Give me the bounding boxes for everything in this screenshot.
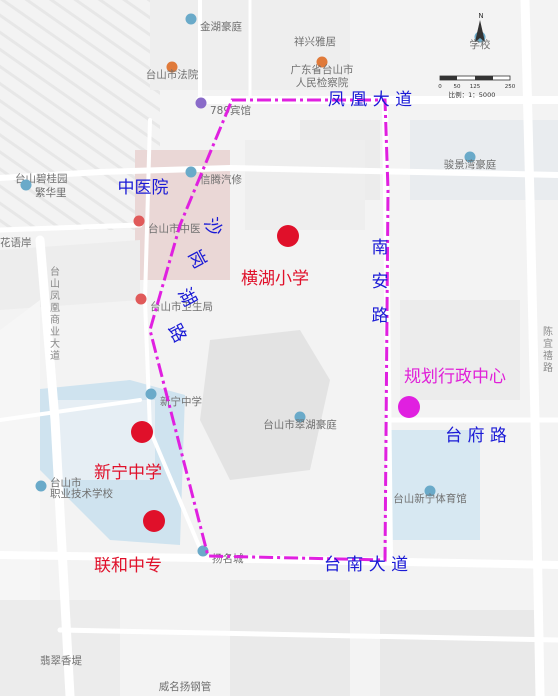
place-marker <box>143 510 165 532</box>
poi-label: 信腾汽修 <box>200 173 242 186</box>
court-icon <box>166 61 178 73</box>
poi-label: 台山市卫生局 <box>150 300 213 313</box>
road-label-char: 禧 <box>543 349 553 362</box>
road-label-char: 山 <box>50 278 60 290</box>
hotel-icon <box>195 97 207 109</box>
road-label-char: 路 <box>543 361 553 374</box>
road-label-char: 宜 <box>543 337 553 350</box>
scale-tick: 0 <box>438 84 442 90</box>
poi-label: 金湖豪庭 <box>200 20 242 33</box>
annotation-road-label: 南 <box>372 238 389 258</box>
poi-label: 骏景湾豪庭 <box>444 158 497 171</box>
annotation-place-label: 中医院 <box>118 178 169 198</box>
markers <box>131 225 420 532</box>
scale-tick: 125 <box>470 84 481 90</box>
place-marker <box>277 225 299 247</box>
court-icon <box>316 56 328 68</box>
north-label: N <box>478 12 483 20</box>
poi-label: 职业技术学校 <box>50 487 113 500</box>
road-label-char: 凰 <box>50 302 60 314</box>
poi-label: 台山市法院 <box>146 68 199 81</box>
building-icon <box>424 485 436 497</box>
gov-icon <box>135 293 147 305</box>
poi-label: 台山市中医 <box>148 222 201 235</box>
scale-bar: N 0 50 125 250 比例：1：5000 <box>438 12 515 99</box>
poi-label: 扬名城 <box>212 552 244 565</box>
building-icon <box>294 411 306 423</box>
poi-label: 台山新宁体育馆 <box>393 492 467 505</box>
annotation-road-label: 台 南 大 道 <box>324 555 408 575</box>
poi-label: 人民检察院 <box>296 76 349 89</box>
annotation-place-label: 联和中专 <box>94 556 162 576</box>
annotation-place-label: 规划行政中心 <box>404 367 506 387</box>
poi-label: 广东省台山市 <box>291 63 354 76</box>
annotation-road-label: 安 <box>372 272 389 292</box>
poi-label: 台山市翠湖豪庭 <box>263 418 337 431</box>
road-label-char: 道 <box>50 349 60 362</box>
annotation-road-label: 路 <box>372 306 389 326</box>
poi-label: 学校 <box>470 38 491 51</box>
building-icon <box>464 151 476 163</box>
car-icon <box>185 166 197 178</box>
annotation-place-label: 横湖小学 <box>241 269 309 289</box>
building-icon <box>185 13 197 25</box>
scale-tick: 50 <box>454 84 461 90</box>
poi-label: 花语岸 <box>0 236 32 249</box>
poi-label: 祥兴雅居 <box>294 35 336 48</box>
poi-label: 台山市 <box>50 476 82 489</box>
poi-label: 威名扬钢管 <box>159 680 212 693</box>
place-marker <box>131 421 153 443</box>
shop-icon <box>197 545 209 557</box>
road-label-char: 台 <box>50 265 60 278</box>
annotation-place-label: 新宁中学 <box>94 463 162 483</box>
scale-tick: 250 <box>505 84 516 90</box>
place-marker <box>398 396 420 418</box>
poi-label: 789宾馆 <box>210 104 251 117</box>
annotation-road-label: 凤 凰 大 道 <box>328 90 412 110</box>
poi-label: 繁华里 <box>35 186 67 199</box>
road-label-char: 大 <box>50 337 60 350</box>
hospital-icon <box>133 215 145 227</box>
road-label-char: 业 <box>50 326 60 338</box>
building-icon <box>20 179 32 191</box>
road-label-char: 凤 <box>50 290 60 302</box>
study-area-boundary <box>148 98 390 562</box>
scale-ratio: 比例：1：5000 <box>449 90 496 99</box>
road-label-char: 商 <box>50 313 60 326</box>
school-icon <box>35 480 47 492</box>
poi-label: 翡翠香堤 <box>40 654 82 667</box>
school-icon <box>145 388 157 400</box>
annotation-road-label: 台 府 路 <box>445 426 507 446</box>
road-label-char: 陈 <box>543 325 553 338</box>
north-arrow-icon: N <box>475 12 485 42</box>
